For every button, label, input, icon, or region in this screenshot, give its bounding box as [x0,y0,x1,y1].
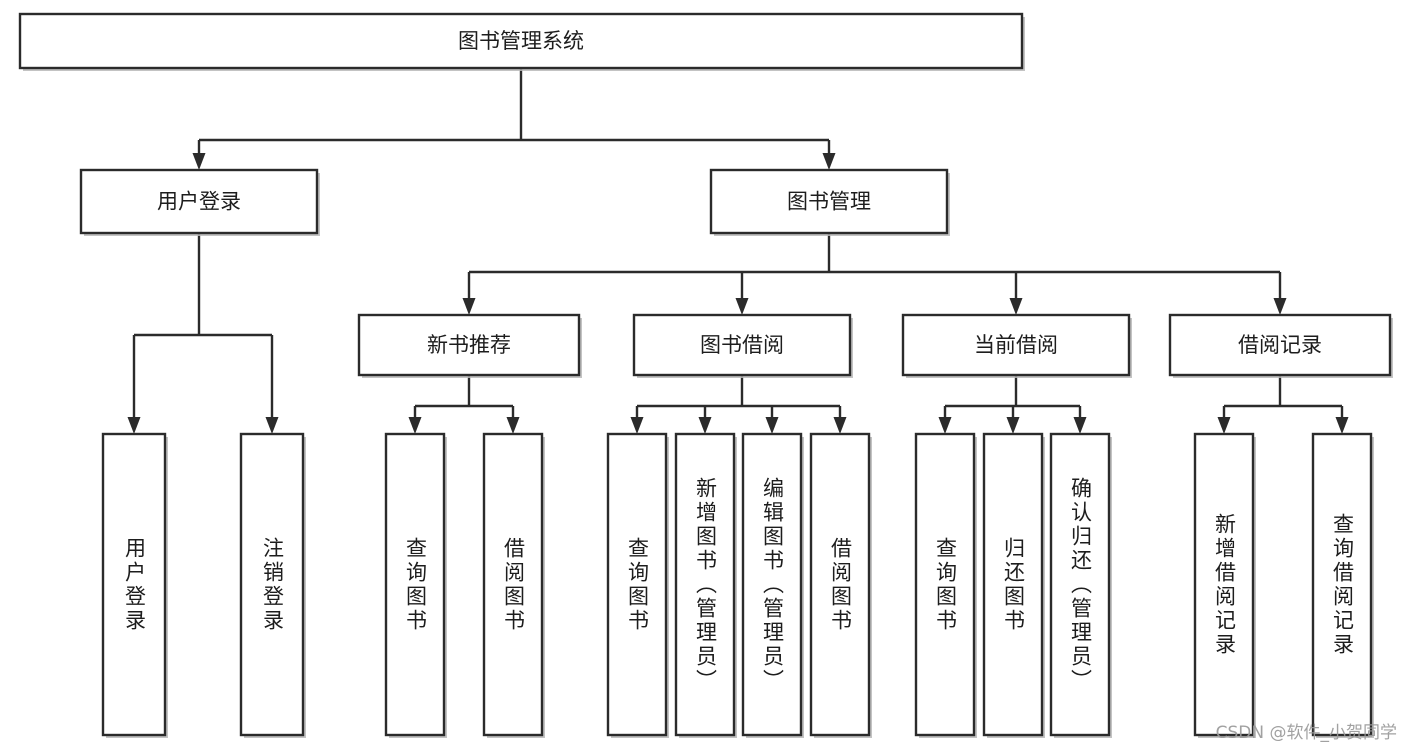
node-rect[interactable] [632,313,852,377]
arrow-head [1217,417,1231,434]
node-label: 用户登录 [157,190,241,214]
watermark-text: CSDN @软件_小贺同学 [1215,723,1397,743]
node-rect[interactable] [1193,432,1255,737]
arrow-head [1006,417,1020,434]
node-book_mgmt[interactable]: 图书管理 [709,168,950,236]
node-label: 图书管理系统 [458,29,584,53]
node-book_borrow[interactable]: 图书借阅 [632,313,853,378]
node-leaf_query_book_2[interactable] [606,432,669,738]
arrow-head [833,417,847,434]
arrow-head [822,153,836,170]
node-new_book_rec[interactable]: 新书推荐 [357,313,582,378]
arrow-head [1335,417,1349,434]
node-leaf_query_book_1[interactable] [384,432,447,738]
node-rect[interactable] [674,432,736,737]
node-rect[interactable] [482,432,544,737]
node-leaf_confirm_return[interactable] [1049,432,1112,738]
node-rect[interactable] [606,432,668,737]
node-leaf_add_book[interactable] [674,432,737,738]
arrow-head [506,417,520,434]
arrow-head [408,417,422,434]
node-rect[interactable] [709,168,949,235]
node-rect[interactable] [357,313,581,377]
node-rect[interactable] [1049,432,1111,737]
node-borrow_record[interactable]: 借阅记录 [1168,313,1393,378]
node-leaf_user_login[interactable] [101,432,168,738]
connector-layer [127,68,1349,434]
node-rect[interactable] [79,168,319,235]
arrow-head [462,298,476,315]
node-rect[interactable] [18,12,1024,70]
arrow-head [630,417,644,434]
arrow-head [938,417,952,434]
node-label: 图书管理 [787,190,871,214]
node-leaf_edit_book[interactable] [741,432,804,738]
arrow-head [1073,417,1087,434]
arrow-head [765,417,779,434]
node-label: 新书推荐 [427,333,511,357]
node-user_login[interactable]: 用户登录 [79,168,320,236]
node-rect[interactable] [914,432,976,737]
arrow-head [698,417,712,434]
node-leaf_borrow_book_2[interactable] [809,432,872,738]
arrow-head [192,153,206,170]
node-leaf_query_record[interactable] [1311,432,1374,738]
node-leaf_query_book_3[interactable] [914,432,977,738]
arrow-head [1273,298,1287,315]
node-leaf_add_record[interactable] [1193,432,1256,738]
node-rect[interactable] [901,313,1131,377]
node-current_borrow[interactable]: 当前借阅 [901,313,1132,378]
node-root[interactable]: 图书管理系统 [18,12,1025,71]
node-leaf_user_logout[interactable] [239,432,306,738]
arrow-head [127,417,141,434]
node-rect[interactable] [101,432,167,737]
node-rect[interactable] [239,432,305,737]
node-rect[interactable] [1311,432,1373,737]
arrow-head [265,417,279,434]
node-leaf_return_book[interactable] [982,432,1045,738]
node-label: 当前借阅 [974,333,1058,357]
arrow-head [1009,298,1023,315]
node-rect[interactable] [741,432,803,737]
node-rect[interactable] [809,432,871,737]
node-rect[interactable] [982,432,1044,737]
node-label: 图书借阅 [700,333,784,357]
node-label: 借阅记录 [1238,333,1322,357]
node-rect[interactable] [1168,313,1392,377]
arrow-head [735,298,749,315]
node-leaf_borrow_book_1[interactable] [482,432,545,738]
node-rect[interactable] [384,432,446,737]
